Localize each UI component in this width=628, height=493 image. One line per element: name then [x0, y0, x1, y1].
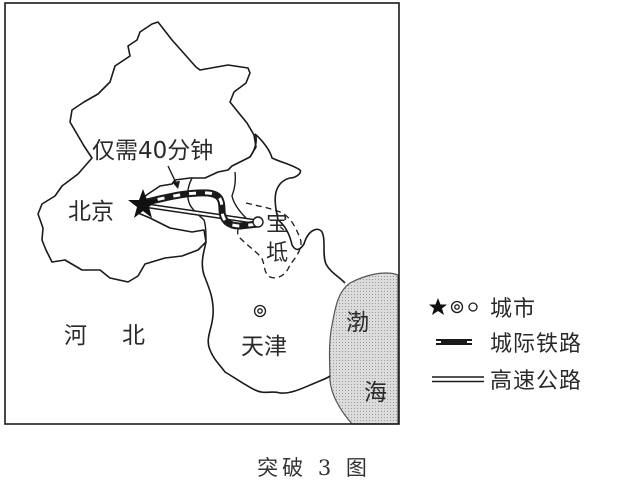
hebei-label-2: 北 [122, 323, 145, 349]
bohai-label-1: 渤 [346, 310, 369, 336]
beijing-star-icon [128, 189, 158, 218]
baodi-label-1: 宝 [266, 212, 288, 237]
tianjin-label: 天津 [241, 334, 287, 360]
hebei-label-1: 河 [64, 323, 87, 349]
baodi-label-2: 坻 [266, 241, 288, 266]
figure-caption: 突破 3 图 [257, 456, 371, 480]
intercity-railway [141, 189, 259, 230]
legend-label-city: 城市 [490, 297, 537, 322]
beijing-east-lobe [249, 133, 302, 221]
city-symbols-icon [428, 295, 490, 319]
legend-item-city: 城市 [428, 292, 536, 322]
legend-item-expressway: 高速公路 [428, 364, 582, 394]
beijing-label: 北京 [68, 199, 114, 225]
map-frame [4, 2, 400, 425]
tianjin-double-circle-icon [253, 304, 267, 318]
annotation-label: 仅需40分钟 [92, 138, 213, 164]
baodi-circle-icon [252, 216, 264, 228]
expressway [141, 202, 259, 225]
expressway-symbol-icon [428, 367, 490, 391]
tianjin-east-coast [277, 219, 346, 284]
annotation-arrow [167, 165, 180, 189]
legend-item-railway: 城际铁路 [428, 327, 582, 357]
baodi-boundary [237, 202, 302, 279]
tianjin-boundary [201, 241, 331, 394]
railway-symbol-icon [428, 330, 490, 354]
bohai-sea [328, 272, 399, 425]
legend-label-expressway: 高速公路 [490, 369, 583, 394]
inner-region-line-2 [231, 171, 247, 219]
bohai-label-2: 海 [364, 380, 387, 406]
legend-label-railway: 城际铁路 [490, 332, 583, 357]
